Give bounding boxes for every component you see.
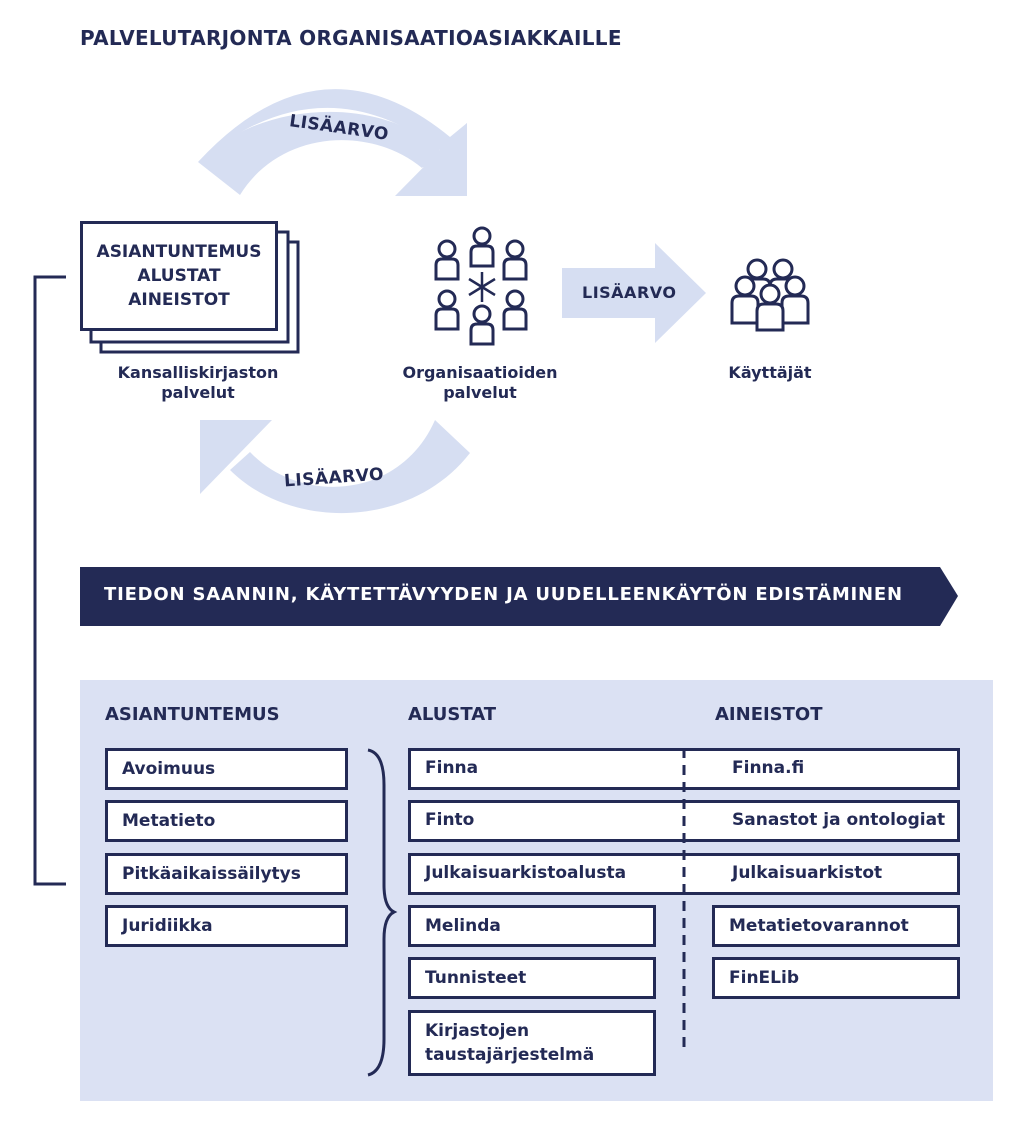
platform-label: Finto [425,810,475,830]
expertise-item: Pitkäaikaissäilytys [105,853,348,895]
material-item: FinELib [712,957,960,999]
national-services-caption: Kansalliskirjaston palvelut [98,363,298,403]
users-caption: Käyttäjät [728,363,812,382]
top-curved-arrow [198,89,467,195]
platform-line-1: Kirjastojen [425,1021,530,1041]
expertise-item: Avoimuus [105,748,348,790]
left-connector-line [33,275,66,886]
platform-label: Finna [425,758,479,778]
column-header-platforms: ALUSTAT [408,704,497,725]
asterisk-icon [468,272,496,302]
card-line-platforms: ALUSTAT [137,266,221,286]
card-line-materials: AINEISTOT [128,290,230,310]
expertise-item: Metatieto [105,800,348,842]
caption-line-2: palvelut [161,383,235,402]
organisations-icon [434,226,528,346]
platform-label: Julkaisuarkistoalusta [425,863,627,883]
top-curved-arrow-body [198,111,440,195]
platform-line-2: taustajärjestelmä [425,1045,595,1065]
users-icon [730,258,810,332]
platform-item: Melinda [408,905,656,947]
banner-text: TIEDON SAANNIN, KÄYTETTÄVYYDEN JA UUDELL… [104,584,903,605]
material-item: Metatietovarannot [712,905,960,947]
column-header-materials: AINEISTOT [715,704,823,725]
material-label: Sanastot ja ontologiat [732,810,946,830]
right-arrow-label: LISÄARVO [582,283,677,302]
platform-item: Kirjastojen taustajärjestelmä [408,1010,656,1076]
caption-line-1: Kansalliskirjaston [117,363,279,382]
curly-brace [367,748,398,1077]
expertise-item: Juridiikka [105,905,348,947]
bottom-curved-arrow [230,420,470,514]
banner-shape [80,567,958,626]
platform-item: Tunnisteet [408,957,656,999]
material-label: Finna.fi [732,758,805,778]
caption-line-2: palvelut [443,383,517,402]
right-arrow [562,243,706,343]
organisations-caption: Organisaatioiden palvelut [385,363,575,403]
column-header-expertise: ASIANTUNTEMUS [105,704,280,725]
national-services-card: ASIANTUNTEMUS ALUSTAT AINEISTOT [80,221,278,331]
dashed-divider [682,748,686,1053]
card-line-expertise: ASIANTUNTEMUS [96,242,262,262]
caption-line-1: Organisaatioiden [402,363,558,382]
page-title: PALVELUTARJONTA ORGANISAATIOASIAKKAILLE [80,26,622,50]
material-label: Julkaisuarkistot [732,863,883,883]
